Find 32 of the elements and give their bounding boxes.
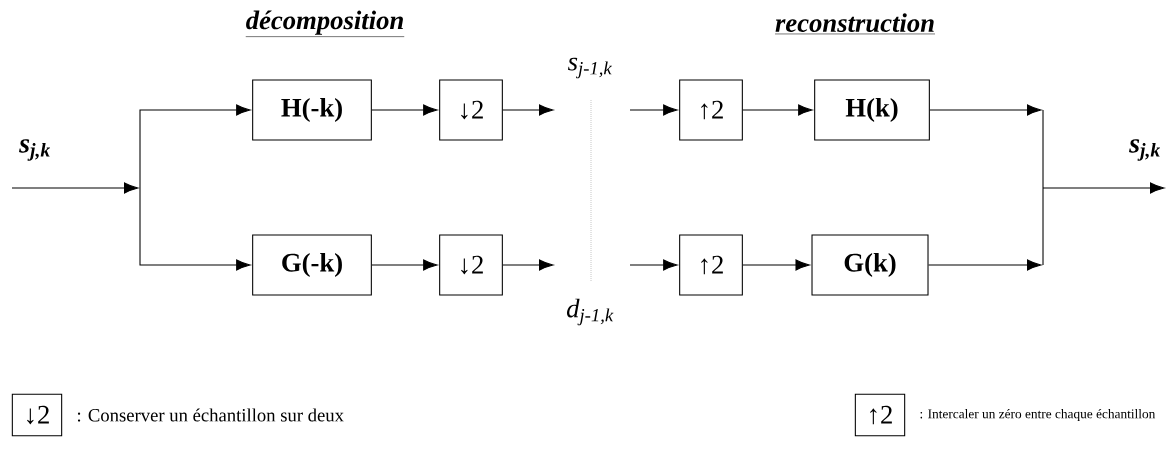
- sampling-box: ↑2: [679, 79, 743, 141]
- filter-box: H(-k): [252, 79, 372, 141]
- signal-label: s$_{j,k}$: [19, 139, 51, 161]
- filter-box: G(k): [811, 234, 929, 296]
- sampling-box: ↑2: [679, 234, 743, 296]
- filter-box: H(k): [814, 79, 930, 141]
- arrow: [139, 104, 251, 189]
- section-heading: reconstruction: [774, 13, 936, 35]
- arrow: [742, 104, 813, 116]
- signal-label: d$_{j-1,k}$: [567, 298, 614, 326]
- sampling-box: ↓2: [439, 234, 503, 296]
- signal-label: s$_{j,k}$: [1129, 139, 1161, 161]
- arrow: [11, 182, 139, 194]
- sampling-box: ↓2: [439, 79, 503, 141]
- legend-text: : Conserver un échantillon sur deux: [77, 408, 344, 422]
- arrow: [1042, 109, 1165, 266]
- arrow: [139, 187, 251, 271]
- filter-box: G(-k): [252, 234, 372, 296]
- legend-symbol-box: ↓2: [11, 393, 63, 437]
- arrow: [742, 259, 810, 271]
- arrow: [502, 259, 554, 271]
- arrow: [502, 104, 554, 116]
- legend-text: : Intercaler un zéro entre chaque échantillon: [920, 408, 1156, 422]
- arrow: [929, 104, 1042, 116]
- signal-label: s$_{j-1,k}$: [568, 57, 612, 79]
- arrow: [371, 259, 438, 271]
- arrow: [928, 259, 1042, 271]
- arrow: [371, 104, 438, 116]
- arrow: [629, 104, 678, 116]
- arrow: [629, 259, 678, 271]
- section-heading: décomposition: [245, 10, 405, 37]
- legend-symbol-box: ↑2: [854, 393, 906, 437]
